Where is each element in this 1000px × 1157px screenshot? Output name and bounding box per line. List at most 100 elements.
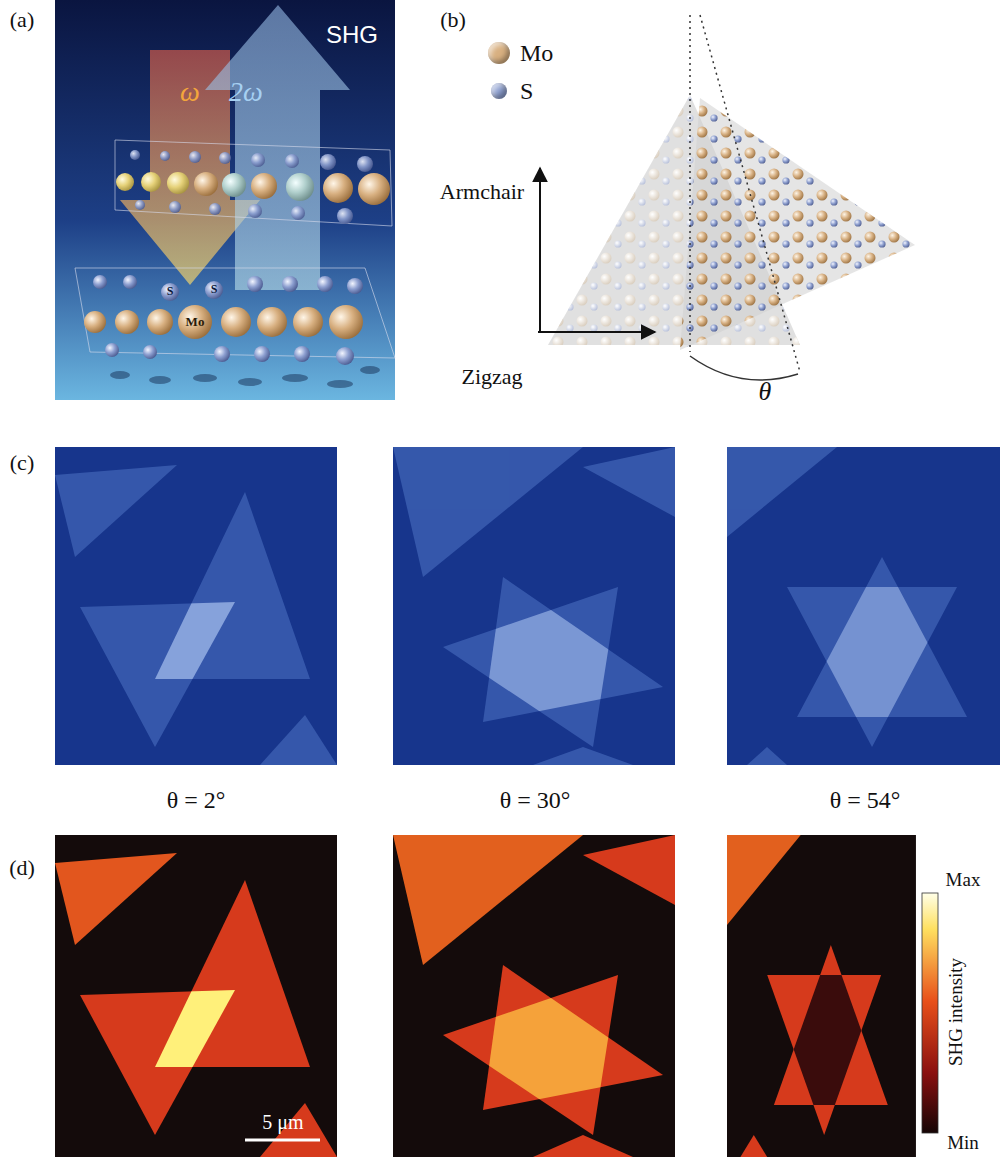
bottom-mos2-layer	[336, 347, 354, 365]
shg-map	[55, 853, 177, 945]
bottom-mos2-layer	[115, 310, 139, 334]
shg-map	[55, 835, 337, 1157]
legend-entry: S	[488, 76, 533, 105]
shg-map	[393, 835, 675, 1157]
top-mos2-layer	[167, 172, 189, 194]
shg-map	[483, 965, 663, 1110]
optical-image	[393, 447, 675, 765]
optical-image	[55, 447, 337, 765]
top-mos2-layer	[219, 152, 231, 164]
shg-map	[583, 835, 675, 905]
top-mos2-layer	[222, 173, 246, 197]
frequency-label: 2ω	[229, 77, 263, 108]
shg-map	[483, 965, 663, 1110]
legend-entry: Mo	[488, 38, 553, 67]
optical-image	[260, 715, 337, 765]
axis-label: Armchair	[440, 180, 524, 204]
optical-image	[393, 447, 675, 765]
top-mos2-layer	[320, 154, 336, 170]
optical-image	[533, 747, 633, 765]
shg-map	[727, 835, 801, 925]
top-mos2-layer	[291, 206, 305, 220]
atom-shadow	[327, 380, 353, 388]
bottom-mos2-layer	[317, 276, 333, 292]
shg-map	[393, 835, 675, 1157]
shg-map	[767, 975, 881, 1135]
shg-map	[727, 835, 916, 1157]
bottom-mos2-layer	[178, 305, 212, 339]
top-mos2-layer	[135, 200, 145, 210]
color-bar-min: Min	[947, 1133, 979, 1154]
optical-image	[787, 587, 957, 747]
bottom-mos2-layer	[75, 268, 395, 365]
shg-map	[767, 975, 881, 1135]
bottom-mos2-layer	[161, 283, 179, 301]
top-mos2-layer	[248, 204, 262, 218]
zigzag-axis-arrow	[538, 331, 655, 333]
optical-image	[727, 447, 1000, 765]
shg-map	[393, 835, 675, 1157]
atom-swatch	[488, 42, 510, 64]
legend-text: Mo	[520, 40, 553, 66]
armchair-axis-arrow	[539, 168, 541, 332]
shg-map	[55, 835, 337, 1157]
panel-letter: (c)	[10, 451, 34, 475]
top-mos2-layer	[285, 154, 299, 168]
bottom-mos2-layer	[93, 275, 363, 365]
top-mos2-layer	[141, 172, 161, 192]
panel-letter: (a)	[10, 8, 34, 32]
atom-shadow	[193, 374, 217, 382]
top-mos2-layer	[323, 173, 353, 203]
optical-image	[55, 447, 337, 765]
shg-map	[533, 1135, 633, 1157]
bottom-mos2-layer	[205, 281, 223, 299]
bottom-mos2-layer	[93, 275, 107, 289]
atom-shadow	[282, 374, 308, 382]
panel-title: SHG	[326, 22, 378, 48]
top-mos2-layer	[251, 173, 277, 199]
shg-map	[727, 835, 916, 1157]
bottom-mos2-layer	[247, 276, 263, 292]
shg-map	[80, 990, 235, 1135]
optical-image	[483, 577, 663, 722]
optical-image	[787, 587, 957, 747]
shg-map	[393, 835, 583, 965]
color-bar	[922, 893, 938, 1133]
scale-bar	[245, 1139, 320, 1142]
optical-image	[747, 747, 787, 765]
atom-label: S	[211, 283, 218, 296]
optical-image	[727, 447, 1000, 765]
atom-label: S	[167, 285, 174, 298]
panel-letter: (d)	[9, 856, 35, 880]
top-mos2-layer	[194, 172, 218, 196]
optical-image	[483, 577, 663, 722]
bottom-mos2-layer	[75, 268, 395, 358]
rotated-axis	[700, 15, 800, 372]
atom-shadow	[360, 366, 380, 374]
frequency-label: ω	[180, 77, 200, 108]
top-mos2-layer	[116, 173, 134, 191]
atom-shadow	[149, 376, 171, 384]
bottom-mos2-layer	[143, 345, 157, 359]
twist-angle-label: θ = 30°	[500, 787, 571, 813]
color-bar-title: SHG intensity	[946, 958, 967, 1066]
optical-image	[727, 447, 1000, 765]
shg-map	[727, 835, 916, 1157]
optical-image	[393, 447, 675, 765]
optical-image	[583, 447, 675, 517]
color-bar-max: Max	[946, 870, 981, 891]
shg-map	[80, 990, 235, 1135]
bottom-mos2-layer	[293, 307, 323, 337]
atom-shadow	[110, 366, 380, 388]
top-mos2-layer	[115, 140, 392, 226]
shg-map	[740, 1135, 767, 1157]
top-mos2-layer	[358, 173, 390, 205]
reference-axis	[689, 15, 691, 352]
optical-image	[55, 447, 337, 765]
shg-schematic	[55, 0, 395, 400]
bottom-mos2-layer	[123, 275, 137, 289]
top-mos2-layer	[169, 201, 181, 213]
optical-image	[393, 447, 583, 577]
optical-image	[80, 602, 235, 747]
